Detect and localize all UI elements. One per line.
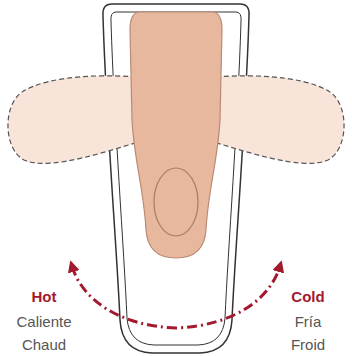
temperature-label: Cold bbox=[291, 288, 324, 306]
handle-ghost-hot bbox=[8, 76, 152, 164]
rotation-arrow bbox=[72, 266, 280, 328]
base-housing bbox=[103, 4, 249, 353]
translation-label: Fría bbox=[295, 313, 322, 331]
temperature-label: Hot bbox=[32, 288, 57, 306]
handle-ghost-cold bbox=[200, 76, 344, 164]
base-inner-line bbox=[111, 12, 241, 345]
translation-label: Chaud bbox=[22, 336, 66, 354]
translation-label: Froid bbox=[291, 336, 325, 354]
handle-recess bbox=[154, 168, 198, 236]
translation-label: Caliente bbox=[16, 313, 71, 331]
handle bbox=[130, 12, 222, 258]
